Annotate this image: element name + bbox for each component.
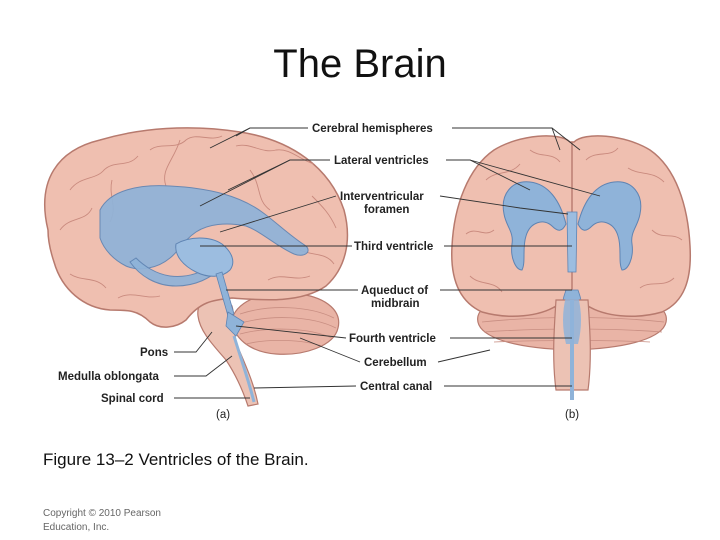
label-pons: Pons: [140, 347, 168, 359]
label-panel-a: (a): [216, 409, 230, 421]
label-central-canal: Central canal: [360, 381, 432, 393]
third-ventricle-anterior: [566, 211, 578, 273]
fourth-ventricle-anterior-overlay: [563, 296, 581, 344]
label-lateral-ventricles: Lateral ventricles: [334, 155, 429, 167]
left-lateral-ventricle-anterior: [502, 181, 567, 271]
right-lateral-ventricle-anterior: [577, 181, 642, 271]
slide-title: The Brain: [273, 42, 447, 86]
anterior-view-panel: [451, 135, 692, 400]
label-foramen: foramen: [364, 204, 409, 216]
central-canal-lateral: [232, 335, 256, 403]
copyright-line-1: Copyright © 2010 Pearson: [43, 508, 161, 519]
copyright-notice: Copyright © 2010 Pearson Education, Inc.: [43, 507, 193, 534]
cerebellum-lateral: [231, 292, 340, 355]
fourth-ventricle-lateral: [225, 311, 245, 337]
figure-caption: Figure 13–2 Ventricles of the Brain.: [43, 450, 309, 469]
label-spinal-cord: Spinal cord: [101, 393, 164, 405]
label-cerebral-hemispheres: Cerebral hemispheres: [312, 123, 433, 135]
third-ventricle-lateral: [175, 237, 234, 277]
lateral-view-panel: [44, 127, 349, 407]
label-third-ventricle: Third ventricle: [354, 241, 433, 253]
gyri-anterior: [465, 147, 683, 293]
label-panel-b: (b): [565, 409, 579, 421]
brain-ventricles-figure: Cerebral hemispheres Lateral ventricles …: [44, 123, 692, 421]
label-aqueduct: Aqueduct of: [361, 285, 428, 297]
label-cerebellum: Cerebellum: [364, 357, 427, 369]
label-medulla-oblongata: Medulla oblongata: [58, 371, 160, 383]
leader-lines: [174, 127, 601, 399]
copyright-line-2: Education, Inc.: [43, 521, 110, 533]
label-fourth-ventricle: Fourth ventricle: [349, 333, 436, 345]
label-midbrain: midbrain: [371, 298, 420, 310]
label-interventricular: Interventricular: [340, 191, 424, 203]
